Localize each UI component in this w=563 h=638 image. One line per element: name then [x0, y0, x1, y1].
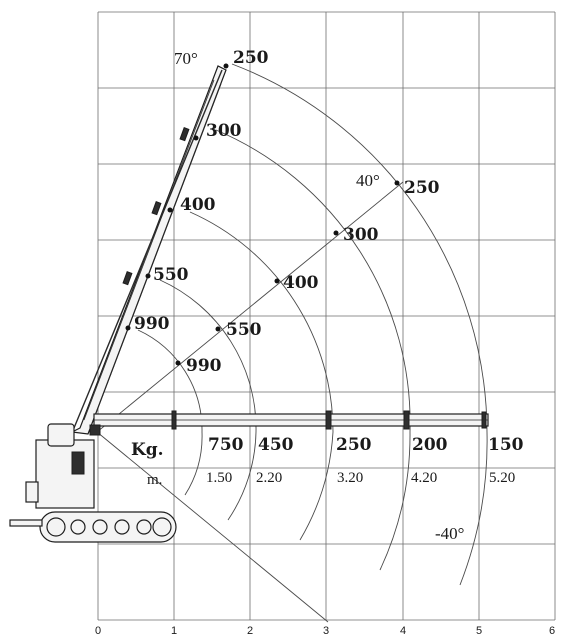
x-tick-label: 1	[171, 625, 177, 637]
point-40-550	[215, 326, 221, 332]
crawler-base	[9, 423, 177, 543]
point-70-300	[193, 135, 199, 141]
ray-70-load-label: 300	[206, 121, 242, 141]
x-tick-label: 4	[400, 625, 406, 637]
load-label: 250	[336, 435, 372, 455]
radius-label: 5.20	[489, 470, 515, 486]
boom-horizontal	[93, 410, 489, 430]
ray-40-load-label: 300	[343, 225, 379, 245]
load-label: 750	[208, 435, 244, 455]
radius-label: 3.20	[337, 470, 363, 486]
point-40-250	[394, 180, 400, 186]
point-40-300	[333, 230, 339, 236]
ray-40-line	[96, 181, 404, 433]
reach-arc-5-2	[231, 63, 488, 586]
reach-arcs	[137, 63, 488, 586]
x-axis-ticks: 0 1 2 3 4 5 6	[95, 625, 555, 637]
ray-40-load-label: 550	[226, 320, 262, 340]
ray-neg40-line	[96, 431, 329, 623]
load-label: 200	[412, 435, 448, 455]
ray-70-load-label: 250	[233, 48, 269, 68]
point-40-400	[274, 278, 280, 284]
radius-label: 2.20	[256, 470, 282, 486]
angle-rays	[96, 181, 404, 623]
x-tick-label: 0	[95, 625, 101, 637]
load-points	[125, 63, 400, 366]
kg-unit-label: Kg.	[131, 440, 164, 460]
reach-arc-2-2	[159, 279, 257, 521]
point-70-550	[145, 273, 151, 279]
ray-70-labels: 250 300 400 550 990	[134, 48, 269, 334]
angle-label-top: 70°	[174, 49, 198, 68]
ray-70-load-label: 990	[134, 314, 170, 334]
reach-arc-1-5	[137, 329, 203, 496]
m-unit-label: m.	[147, 472, 162, 488]
reach-arc-3-2	[189, 211, 334, 541]
angle-label-bottom: -40°	[435, 524, 464, 543]
ray-70-load-label: 550	[153, 265, 189, 285]
ray-40-load-label: 250	[404, 178, 440, 198]
ray-40-load-label: 400	[283, 273, 319, 293]
point-70-250	[223, 63, 229, 69]
x-tick-label: 2	[247, 625, 253, 637]
reach-arc-4-2	[215, 129, 411, 571]
ray-40-labels: 250 300 400 550 990	[186, 178, 440, 376]
x-tick-label: 6	[549, 625, 555, 637]
load-label: 150	[488, 435, 524, 455]
horizontal-load-table: Kg. 750 450 250 200 150 m. 1.50 2.20 3.2…	[131, 435, 524, 488]
point-70-990	[125, 325, 131, 331]
ray-40-load-label: 990	[186, 356, 222, 376]
grid	[97, 11, 556, 621]
boom-70	[69, 65, 227, 435]
point-40-990	[175, 360, 181, 366]
x-tick-label: 3	[323, 625, 329, 637]
x-tick-label: 5	[476, 625, 482, 637]
angle-label-mid: 40°	[356, 171, 380, 190]
radius-label: 1.50	[206, 470, 232, 486]
radius-label: 4.20	[411, 470, 437, 486]
load-label: 450	[258, 435, 294, 455]
ray-70-load-label: 400	[180, 195, 216, 215]
point-70-400	[167, 207, 173, 213]
